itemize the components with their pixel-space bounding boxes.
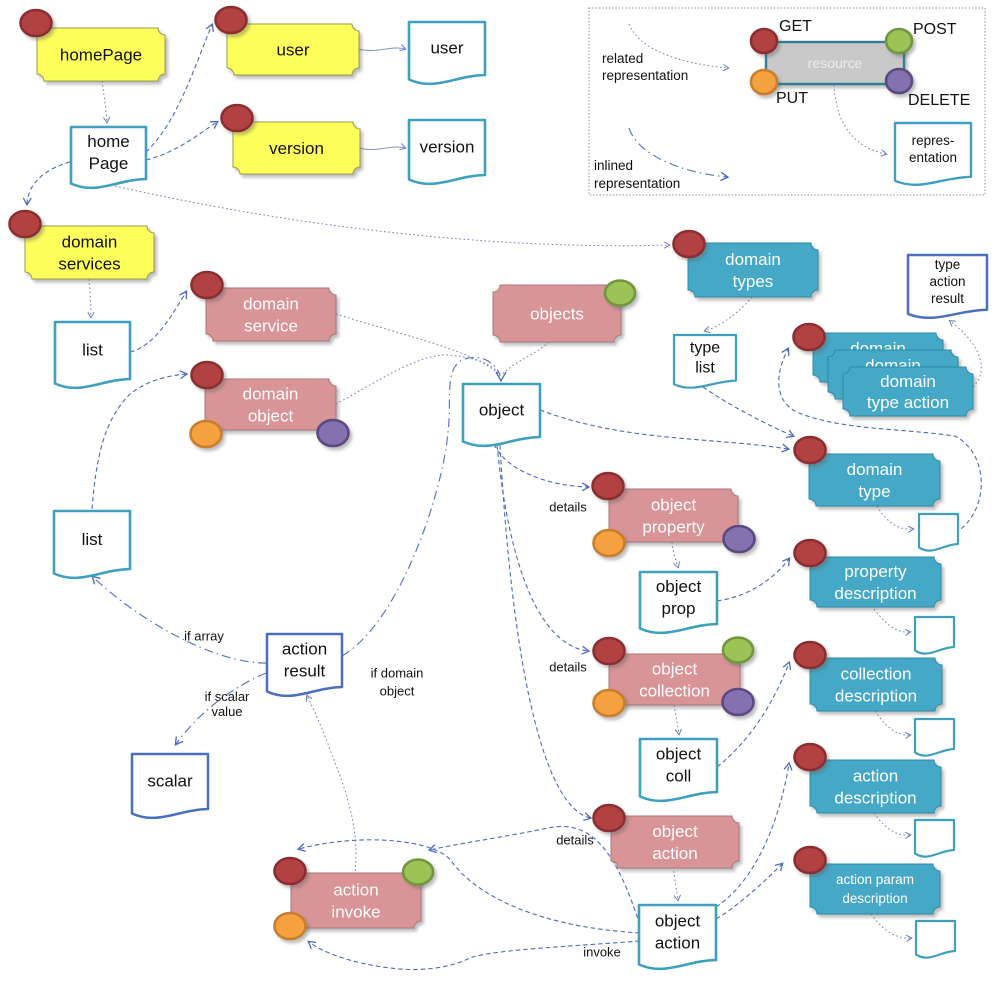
svg-text:domain: domain [62,232,118,251]
svg-text:object: object [656,577,702,596]
svg-text:POST: POST [913,21,957,38]
svg-text:value: value [211,704,242,719]
svg-text:action: action [333,881,378,900]
svg-text:action: action [853,767,898,786]
svg-text:PUT: PUT [776,90,808,107]
svg-text:collection: collection [841,665,912,684]
svg-text:domain: domain [847,460,903,479]
svg-text:inlined: inlined [594,158,633,173]
svg-text:invoke: invoke [583,945,621,960]
svg-text:description: description [842,891,907,906]
svg-text:service: service [244,316,298,335]
svg-text:user: user [430,39,463,58]
svg-text:description: description [834,584,916,603]
svg-text:object: object [655,912,701,931]
svg-text:type action: type action [867,393,949,412]
svg-text:type: type [935,257,961,272]
svg-text:if array: if array [184,629,224,644]
svg-text:object: object [652,822,698,841]
svg-text:details: details [549,660,587,675]
svg-text:domain: domain [243,384,299,403]
svg-text:types: types [733,272,774,291]
svg-text:version: version [420,137,475,156]
svg-text:homePage: homePage [60,46,142,65]
svg-text:repres-: repres- [912,133,955,148]
svg-text:property: property [642,518,705,537]
svg-text:related: related [602,51,643,66]
svg-text:Page: Page [89,154,129,173]
svg-text:description: description [834,789,916,808]
svg-text:action param: action param [836,872,914,887]
svg-text:description: description [835,687,917,706]
svg-text:property: property [844,562,907,581]
svg-text:representation: representation [594,176,680,191]
svg-text:coll: coll [666,767,692,786]
svg-text:list: list [82,530,103,549]
svg-text:entation: entation [909,150,957,165]
svg-text:domain: domain [880,372,936,391]
svg-text:list: list [82,340,103,359]
svg-text:objects: objects [530,304,584,323]
svg-text:services: services [58,254,120,273]
svg-text:GET: GET [779,18,812,35]
svg-text:collection: collection [639,682,710,701]
svg-text:object: object [656,745,702,764]
svg-text:list: list [695,360,715,377]
svg-text:object: object [380,684,415,699]
svg-text:resource: resource [808,55,863,71]
svg-text:domain: domain [243,294,299,313]
svg-text:object: object [479,400,525,419]
svg-text:version: version [269,139,324,158]
svg-text:action: action [282,640,327,659]
svg-text:details: details [556,833,594,848]
svg-text:action: action [929,274,965,289]
svg-text:representation: representation [602,68,688,83]
svg-text:prop: prop [661,599,695,618]
svg-text:result: result [284,662,326,681]
svg-text:domain: domain [725,250,781,269]
svg-text:if scalar: if scalar [205,689,250,704]
svg-text:user: user [276,41,309,60]
svg-text:home: home [87,132,130,151]
svg-text:result: result [931,291,964,306]
svg-text:action: action [652,844,697,863]
svg-text:scalar: scalar [147,772,193,791]
svg-text:object: object [651,495,697,514]
svg-text:if domain: if domain [371,666,424,681]
svg-text:details: details [549,500,587,515]
svg-text:type: type [690,340,720,357]
svg-text:DELETE: DELETE [908,92,970,109]
svg-text:object: object [652,660,698,679]
svg-text:object: object [248,406,294,425]
svg-text:type: type [858,482,890,501]
svg-text:action: action [655,934,700,953]
svg-text:invoke: invoke [331,903,380,922]
